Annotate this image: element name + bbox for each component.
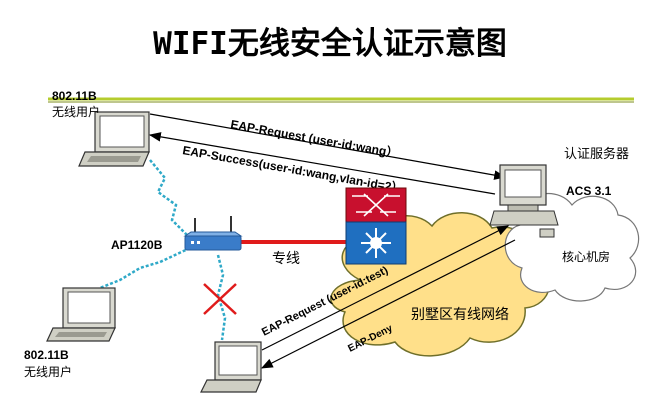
ap-label: AP1120B: [111, 238, 163, 252]
eap-request-bottom-arrow: [261, 225, 510, 351]
eap-request-top-label: EAP-Request (user-id:wang）: [229, 116, 399, 160]
wireless-link-bottom-client: [216, 254, 227, 341]
laptop-icon: [46, 287, 116, 342]
dedicated-line-label: 专线: [272, 251, 300, 267]
laptop-icon: [200, 341, 262, 393]
server-name: ACS 3.1: [566, 184, 612, 198]
top-client-standard: 802.11B: [52, 89, 97, 103]
laptop-icon: [78, 111, 150, 167]
cloud-label: 别墅区有线网络: [411, 307, 509, 323]
page-title: WIFI无线安全认证示意图: [153, 26, 507, 62]
wireless-link-top-client: [149, 159, 189, 237]
server-role: 认证服务器: [564, 146, 629, 162]
access-point-icon: [183, 216, 243, 251]
wireless-link-left-client: [99, 246, 191, 290]
eap-request-top-arrow: [149, 113, 507, 180]
eap-deny-arrow: [260, 239, 516, 369]
bottom-left-client-standard: 802.11B: [24, 348, 69, 362]
top-client-label: 无线用户: [52, 104, 100, 119]
server-icon: [489, 164, 559, 238]
bottom-left-client-label: 无线用户: [24, 364, 72, 379]
eap-success-arrow: [148, 132, 496, 195]
deny-mark: [203, 283, 237, 315]
switch-icon: [345, 187, 407, 265]
server-location: 核心机房: [562, 249, 610, 264]
